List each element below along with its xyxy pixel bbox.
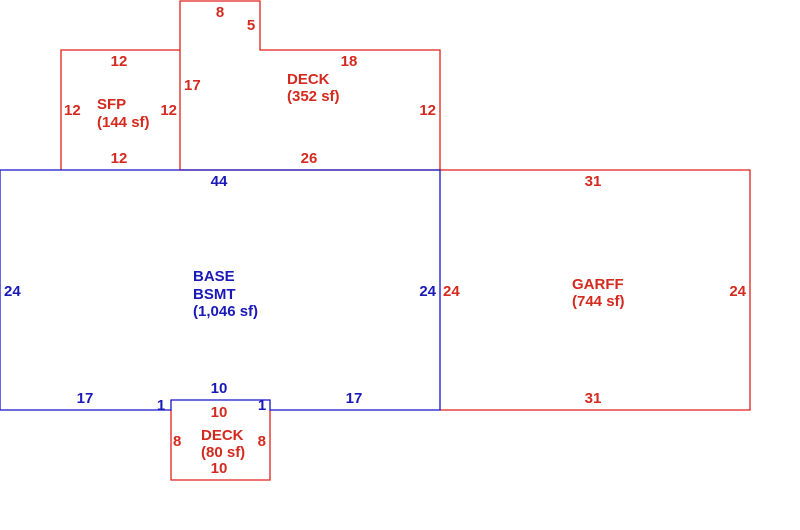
deck-top-code: DECK xyxy=(287,71,330,88)
deck-top-dim-right: 12 xyxy=(419,102,436,119)
garage-dim-bottom: 31 xyxy=(585,390,602,407)
deck-bottom-dim-left: 8 xyxy=(173,433,181,450)
garage-dim-top: 31 xyxy=(585,173,602,190)
base-dim-bottom-right: 17 xyxy=(346,390,363,407)
sfp-dim-top: 12 xyxy=(111,53,128,70)
garage-area: (744 sf) xyxy=(572,293,625,310)
sfp-dim-right: 12 xyxy=(160,102,177,119)
base-dim-right: 24 xyxy=(419,283,436,300)
base-subcode: BSMT xyxy=(193,286,236,303)
garage-code: GARFF xyxy=(572,276,624,293)
deck-top-dim-bottom: 26 xyxy=(301,150,318,167)
deck-bottom-dim-bottom: 10 xyxy=(211,460,228,477)
base-dim-top: 44 xyxy=(211,173,228,190)
sfp-dim-bottom: 12 xyxy=(111,150,128,167)
deck-bottom-area: (80 sf) xyxy=(201,444,245,461)
base-dim-jog-left: 1 xyxy=(157,397,165,414)
deck-bottom-outline xyxy=(170,410,271,481)
garage-outline xyxy=(440,169,751,411)
deck-top-area: (352 sf) xyxy=(287,88,340,105)
base-area: (1,046 sf) xyxy=(193,303,258,320)
base-dim-left: 24 xyxy=(4,283,21,300)
deck-top-dim-notch-top: 8 xyxy=(216,4,224,21)
base-code: BASE xyxy=(193,268,235,285)
deck-top-dim-notch-side: 5 xyxy=(247,17,255,34)
deck-bottom-code: DECK xyxy=(201,427,244,444)
deck-top-dim-top: 18 xyxy=(341,53,358,70)
deck-top-dim-left: 17 xyxy=(184,77,201,94)
base-outline xyxy=(0,169,441,411)
base-dim-jog-right: 1 xyxy=(258,397,266,414)
garage-dim-right: 24 xyxy=(729,283,746,300)
deck-bottom-dim-top: 10 xyxy=(211,404,228,421)
base-dim-bottom-mid: 10 xyxy=(211,380,228,397)
sfp-dim-left: 12 xyxy=(64,102,81,119)
deck-bottom-dim-right: 8 xyxy=(258,433,266,450)
sfp-outline xyxy=(60,49,180,170)
base-dim-bottom-left: 17 xyxy=(77,390,94,407)
sfp-area: (144 sf) xyxy=(97,114,150,131)
garage-dim-left: 24 xyxy=(443,283,460,300)
sfp-code: SFP xyxy=(97,96,126,113)
